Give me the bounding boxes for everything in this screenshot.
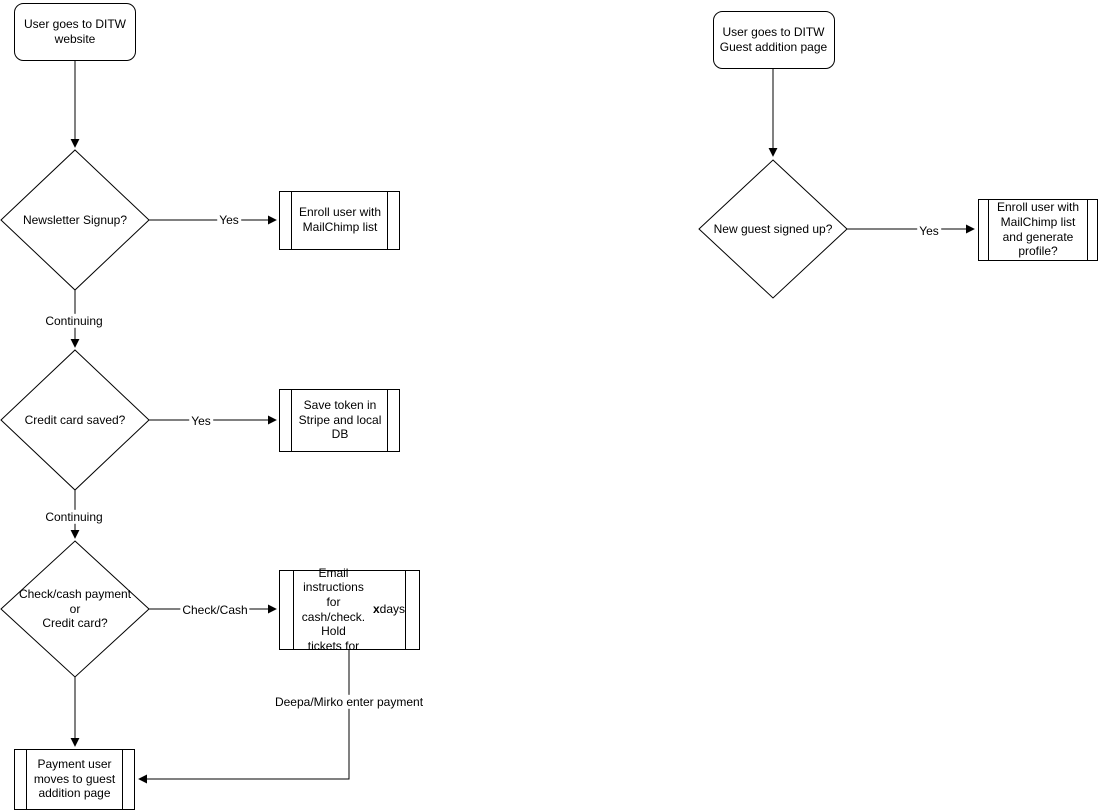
predefined-process-payment-user-moves [14, 749, 135, 810]
predefined-process-save-token [279, 389, 400, 452]
edge-label-deepa-mirko-enter-payment: Deepa/Mirko enter payment [272, 694, 426, 710]
process-box [279, 570, 420, 650]
terminator-user-goes-to-ditw-website [14, 3, 136, 61]
edge-label-yes-credit-card: Yes [189, 413, 213, 429]
process-box [978, 199, 1098, 261]
edge-label-continuing-2: Continuing [43, 509, 105, 525]
edge-label-yes-newsletter: Yes [217, 212, 241, 228]
decision-newsletter-signup [0, 149, 150, 291]
predefined-process-enroll-user-mailchimp [279, 191, 400, 250]
decision-payment-type [0, 540, 150, 678]
terminator-user-goes-to-guest-addition-page [713, 11, 835, 69]
process-box [279, 191, 400, 250]
edge-label-check-cash: Check/Cash [180, 602, 250, 618]
predefined-process-enroll-generate-profile [978, 199, 1098, 261]
edge-label-continuing-1: Continuing [43, 313, 105, 329]
edge-label-yes-new-guest: Yes [917, 223, 941, 239]
decision-new-guest-signed-up [698, 159, 848, 299]
predefined-process-email-instructions [279, 570, 420, 650]
process-box [14, 749, 135, 810]
decision-credit-card-saved [0, 349, 150, 491]
edge-email-instructions-to-payment-user-moves [138, 650, 350, 784]
process-box [279, 389, 400, 452]
